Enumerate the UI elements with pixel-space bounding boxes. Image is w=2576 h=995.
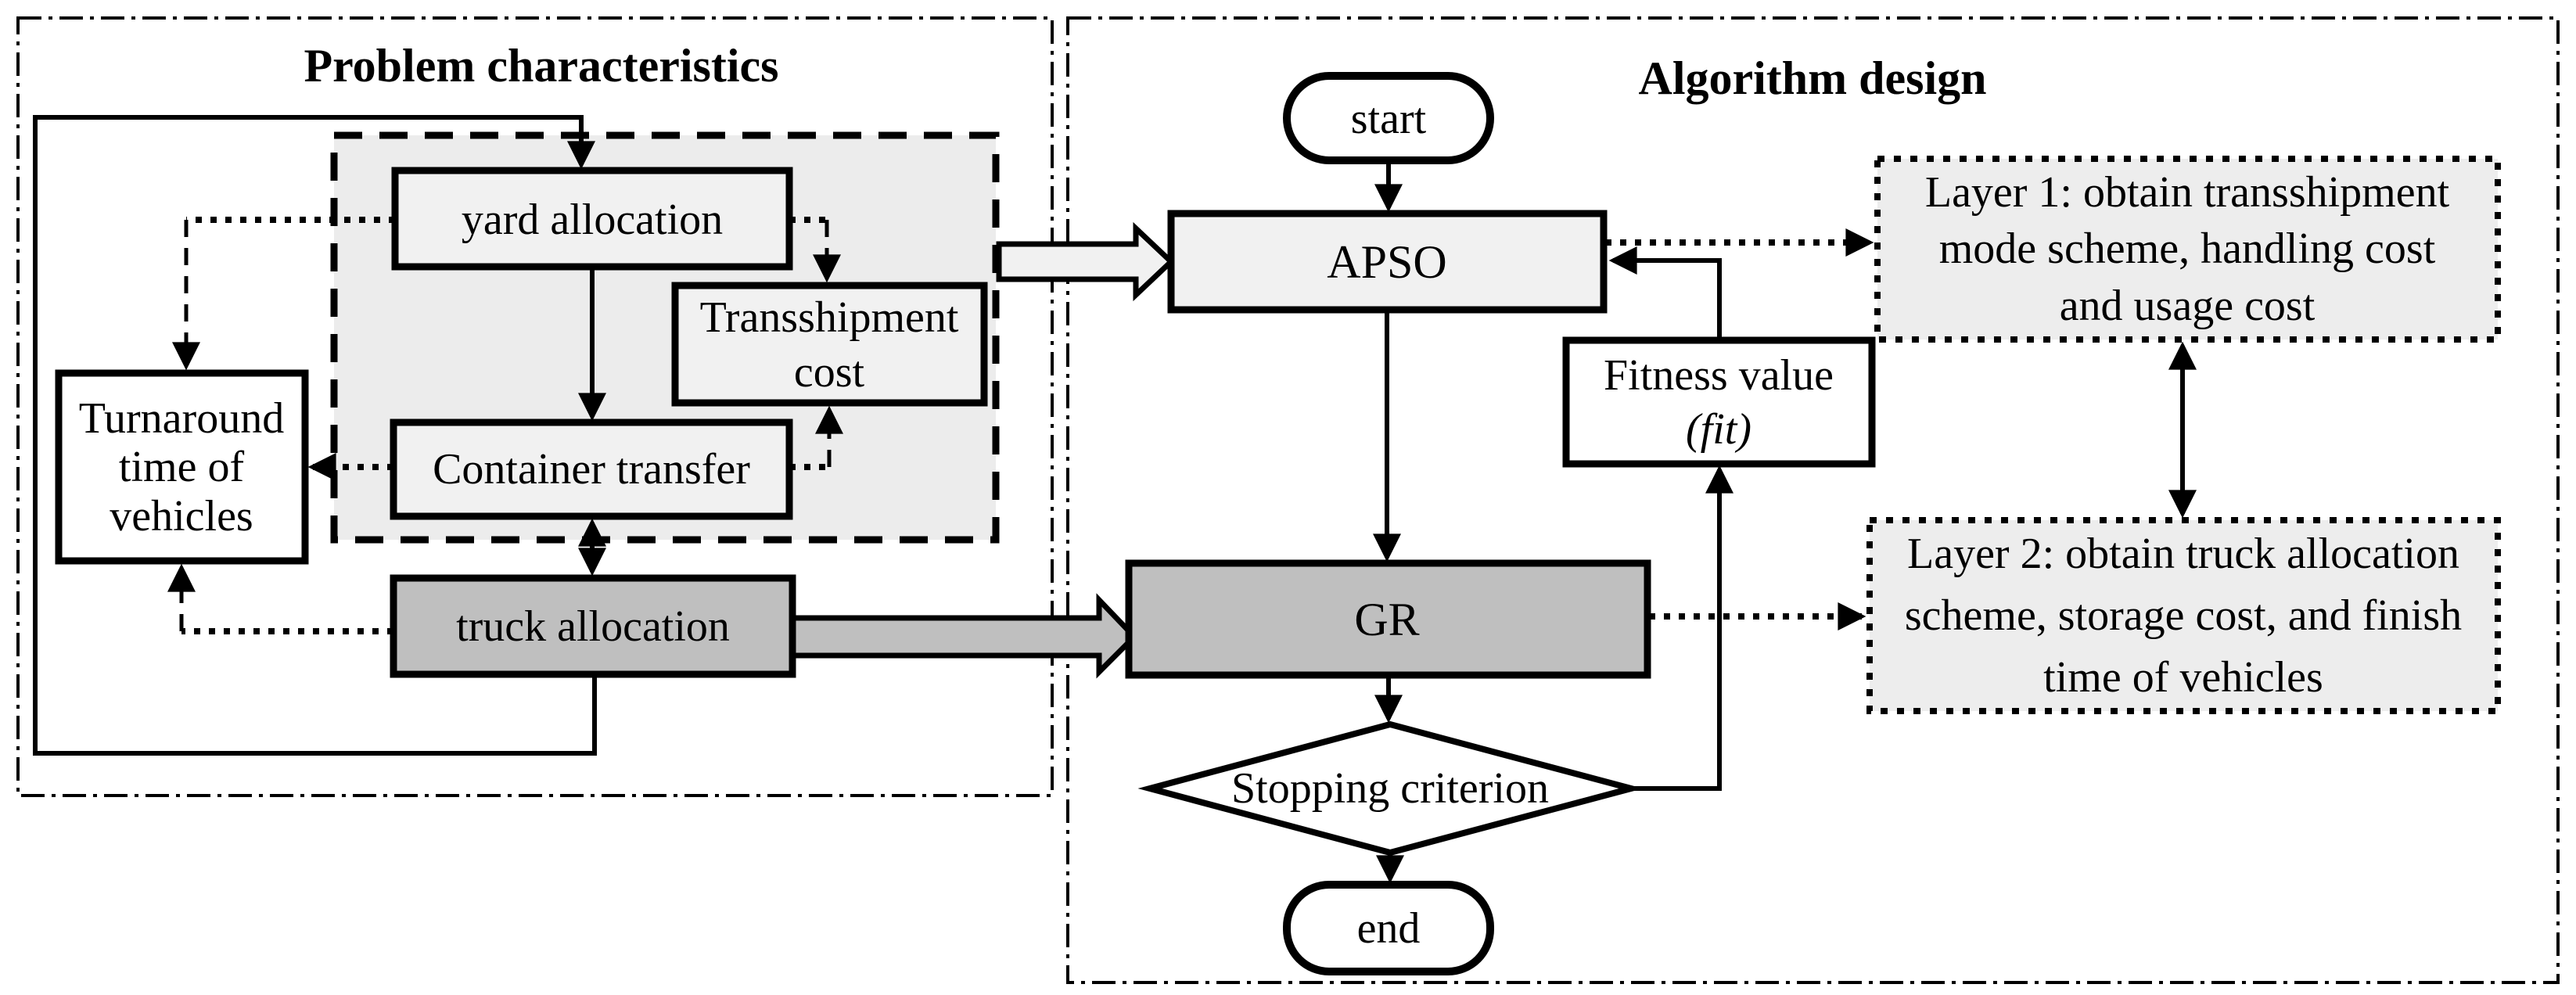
layer1-label-line3: and usage cost <box>2060 282 2316 330</box>
turnaround-label-line1: Turnaround <box>79 394 284 443</box>
container-transfer-node <box>390 418 793 520</box>
truck-to-gr-arrow-icon <box>789 593 1138 679</box>
right-panel-title: Algorithm design <box>1638 52 1986 104</box>
gr-node <box>1125 559 1651 679</box>
turnaround-label-line3: vehicles <box>110 492 253 541</box>
transshipment-cost-label-line2: cost <box>794 348 865 397</box>
layer2-label-line3: time of vehicles <box>2043 653 2323 702</box>
feedback-loop-connector <box>33 115 597 756</box>
truck-allocation-node <box>390 574 796 678</box>
layer2-label-line2: scheme, storage cost, and finish <box>1905 591 2462 640</box>
fitness-to-apso-connector <box>1608 246 1722 340</box>
layer1-node <box>1874 156 2501 343</box>
stopping-to-fitness-connector <box>1631 465 1734 791</box>
gr-label: GR <box>1354 594 1419 645</box>
truck-allocation-label: truck allocation <box>456 602 730 651</box>
start-node <box>1283 72 1494 164</box>
fitness-value-node <box>1562 336 1876 468</box>
container-transfer-label: Container transfer <box>433 445 750 494</box>
apso-node <box>1167 210 1608 314</box>
stopping-criterion-node <box>1137 720 1644 857</box>
left-panel-title: Problem characteristics <box>304 40 778 92</box>
turnaround-label-line2: time of <box>119 443 245 491</box>
problem-to-apso-arrow-icon <box>996 221 1176 302</box>
layer2-label-line1: Layer 2: obtain truck allocation <box>1907 530 2459 578</box>
fitness-value-label-line2: (fit) <box>1686 405 1751 454</box>
layer1-label-line1: Layer 1: obtain transshipment <box>1925 168 2450 217</box>
transshipment-cost-label-line1: Transshipment <box>700 293 959 342</box>
problem-characteristics-panel <box>16 16 1054 797</box>
yard-allocation-node <box>391 167 793 271</box>
layer2-node <box>1866 517 2501 714</box>
end-label: end <box>1357 904 1421 953</box>
turnaround-time-node <box>55 369 309 565</box>
start-label: start <box>1351 95 1427 143</box>
layer1-label-line2: mode scheme, handling cost <box>1939 225 2436 273</box>
algorithm-design-panel <box>1066 16 2560 984</box>
apso-label: APSO <box>1327 236 1446 288</box>
fitness-value-label-line1: Fitness value <box>1604 351 1834 400</box>
transshipment-cost-node <box>671 282 988 407</box>
stopping-criterion-label: Stopping criterion <box>1231 764 1549 813</box>
yard-allocation-label: yard allocation <box>462 196 723 244</box>
end-node <box>1283 881 1494 975</box>
